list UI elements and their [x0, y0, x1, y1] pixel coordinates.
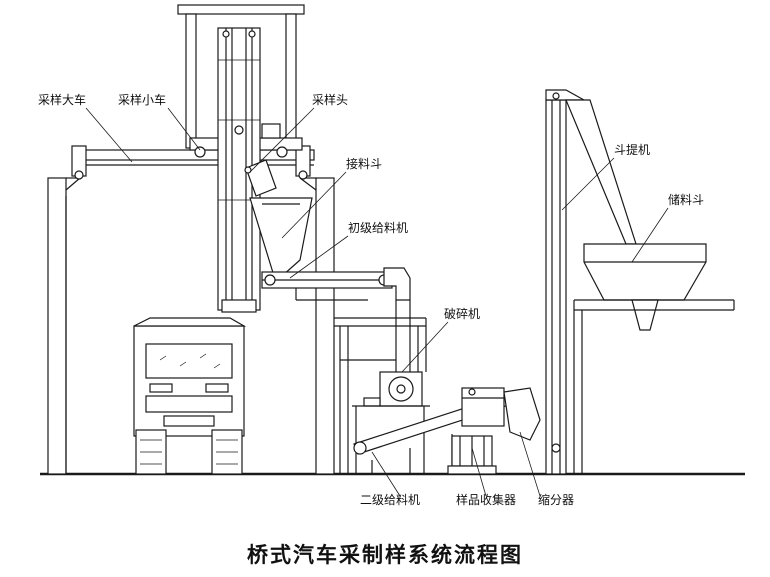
label-secondary-feeder: 二级给料机 — [360, 493, 420, 507]
sampler-top-frame — [177, 4, 305, 149]
gantry-frame — [47, 145, 335, 475]
label-sample-collector: 样品收集器 — [456, 492, 516, 507]
diagram-caption: 桥式汽车采制样系统流程图 — [247, 543, 523, 567]
sampling-mast — [217, 27, 277, 313]
support-structure — [295, 288, 427, 474]
label-receiving-hopper: 接料斗 — [346, 156, 382, 171]
storage-hopper — [573, 243, 735, 474]
crusher — [352, 371, 430, 474]
primary-feeder — [261, 267, 411, 372]
label-primary-feeder: 初级给料机 — [348, 221, 408, 235]
leader-lines — [85, 107, 669, 497]
label-sampling-trolley: 采样小车 — [118, 92, 166, 107]
truck — [133, 317, 247, 475]
divider — [461, 387, 541, 441]
label-crusher: 破碎机 — [444, 306, 480, 321]
label-storage-hopper: 储料斗 — [668, 192, 704, 207]
label-divider: 缩分器 — [538, 492, 574, 507]
receiving-hopper — [249, 197, 313, 277]
label-sampling-head: 采样头 — [312, 92, 348, 107]
label-bucket-elevator: 斗提机 — [614, 142, 650, 157]
sample-collector — [447, 435, 497, 475]
bucket-elevator — [545, 89, 637, 475]
label-sampling-gantry: 采样大车 — [38, 92, 86, 107]
